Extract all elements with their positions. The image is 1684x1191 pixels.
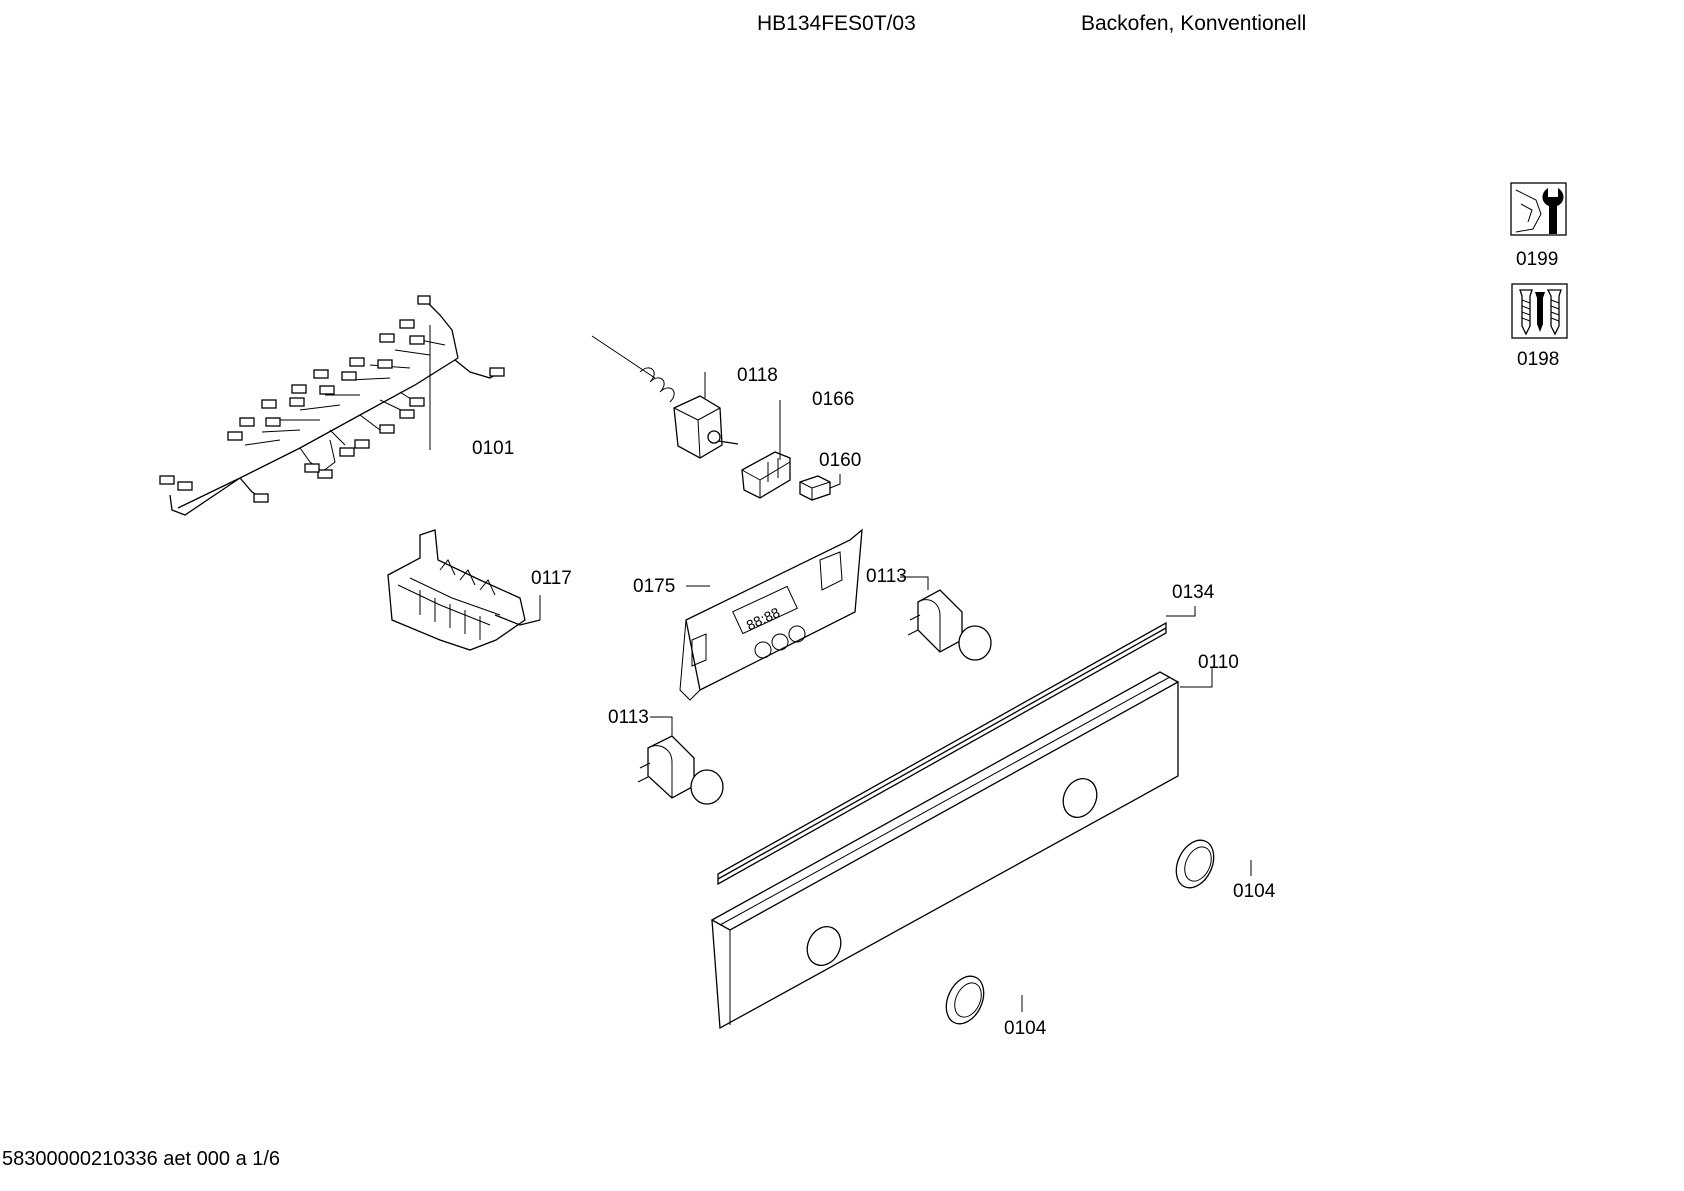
part-number: 0166 bbox=[812, 389, 854, 410]
part-number: 0110 bbox=[1198, 652, 1239, 673]
appliance-description: Backofen, Konventionell bbox=[1081, 12, 1307, 35]
part-number: 0160 bbox=[819, 450, 861, 471]
knob-ring-left bbox=[945, 975, 1023, 1025]
control-knob-right bbox=[900, 576, 992, 661]
document-code: 58300000210336 aet 000 a 1/6 bbox=[2, 1148, 281, 1170]
control-panel-fascia bbox=[710, 668, 1213, 1030]
trim-strip bbox=[717, 606, 1196, 886]
thermostat bbox=[591, 335, 739, 459]
part-number: 0118 bbox=[737, 365, 778, 386]
service-tool-icon bbox=[1510, 182, 1567, 236]
side-icon-number: 0199 bbox=[1516, 249, 1558, 270]
model-number: HB134FES0T/03 bbox=[757, 12, 916, 35]
part-number: 0134 bbox=[1172, 582, 1215, 603]
control-module: 88:88 bbox=[679, 528, 863, 701]
part-number: 0117 bbox=[531, 568, 572, 589]
wiring-harness bbox=[159, 295, 505, 516]
part-number: 0113 bbox=[608, 707, 649, 728]
part-number: 0101 bbox=[472, 438, 514, 459]
part-number: 0104 bbox=[1233, 881, 1276, 902]
bracket bbox=[741, 400, 791, 499]
selector-switch bbox=[387, 529, 541, 651]
part-number: 0113 bbox=[866, 566, 907, 587]
knob-ring-right bbox=[1175, 839, 1252, 889]
part-number: 0104 bbox=[1004, 1018, 1047, 1039]
small-connector bbox=[799, 474, 841, 501]
side-icon-number: 0198 bbox=[1517, 349, 1559, 370]
control-knob-left bbox=[637, 716, 724, 805]
screws-icon bbox=[1511, 283, 1568, 339]
part-number: 0175 bbox=[633, 576, 675, 597]
